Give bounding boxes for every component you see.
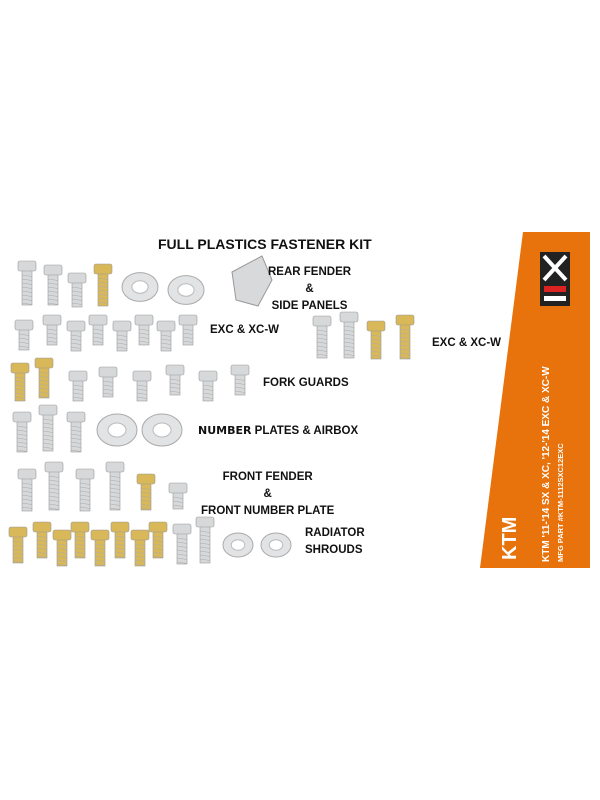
label-line: RADIATOR xyxy=(305,527,365,539)
bolt xyxy=(105,461,125,511)
bolt xyxy=(134,314,154,346)
rear-fender-insert xyxy=(231,255,273,307)
label-line: & xyxy=(263,488,272,500)
washer xyxy=(121,272,159,302)
bolt xyxy=(38,404,58,452)
screw xyxy=(52,529,72,567)
bolt xyxy=(43,264,63,306)
bolt xyxy=(17,468,37,512)
bolt xyxy=(132,370,152,402)
screw xyxy=(90,529,110,567)
kit-title: FULL PLASTICS FASTENER KIT xyxy=(158,236,372,252)
label-number-rest: PLATES & AIRBOX xyxy=(254,425,359,437)
label-number-plates: NUMBER PLATES & AIRBOX xyxy=(198,422,358,440)
washer xyxy=(167,275,205,305)
bolt xyxy=(198,370,218,402)
bolt xyxy=(98,366,118,398)
label-rear-fender: REAR FENDER & SIDE PANELS xyxy=(268,264,351,315)
bolt xyxy=(42,314,62,346)
screw xyxy=(10,362,30,402)
label-line: SHROUDS xyxy=(305,544,363,556)
bolt xyxy=(112,320,132,352)
screw xyxy=(110,521,130,559)
bolt xyxy=(67,272,87,308)
screw xyxy=(8,526,28,564)
bolt xyxy=(44,461,64,511)
bolt xyxy=(165,364,185,396)
label-line: FRONT NUMBER PLATE xyxy=(201,505,335,517)
screw xyxy=(395,314,415,360)
label-line: FRONT FENDER xyxy=(222,471,313,483)
screw xyxy=(130,529,150,567)
screw xyxy=(32,521,52,559)
label-exc-right: EXC & XC-W xyxy=(432,337,501,349)
label-line: & xyxy=(305,283,314,295)
bolt xyxy=(12,411,32,453)
washer xyxy=(260,532,292,558)
label-radiator: RADIATOR SHROUDS xyxy=(305,525,365,559)
screw xyxy=(148,521,168,559)
jmx-logo xyxy=(540,252,570,306)
screw xyxy=(93,263,113,307)
label-number-bold: NUMBER xyxy=(198,424,252,437)
label-front-fender: FRONT FENDER & FRONT NUMBER PLATE xyxy=(201,469,334,520)
label-exc-left: EXC & XC-W xyxy=(210,324,279,336)
screw xyxy=(70,521,90,559)
bolt xyxy=(14,319,34,351)
bolt xyxy=(230,364,250,396)
bolt xyxy=(195,516,215,564)
washer xyxy=(141,413,183,447)
bolt xyxy=(68,370,88,402)
washer xyxy=(222,532,254,558)
washer xyxy=(96,413,138,447)
bolt xyxy=(339,311,359,359)
bolt xyxy=(17,260,37,306)
screw xyxy=(34,357,54,399)
label-line: REAR FENDER xyxy=(268,266,352,278)
bolt xyxy=(168,482,188,510)
label-fork-guards: FORK GUARDS xyxy=(263,377,349,389)
bolt xyxy=(75,468,95,512)
label-line: SIDE PANELS xyxy=(271,300,348,312)
bolt xyxy=(312,315,332,359)
bolt xyxy=(66,411,86,453)
bolt xyxy=(178,314,198,346)
bolt xyxy=(88,314,108,346)
bolt xyxy=(172,523,192,565)
screw xyxy=(136,473,156,511)
bolt xyxy=(66,320,86,352)
bolt xyxy=(156,320,176,352)
screw xyxy=(366,320,386,360)
